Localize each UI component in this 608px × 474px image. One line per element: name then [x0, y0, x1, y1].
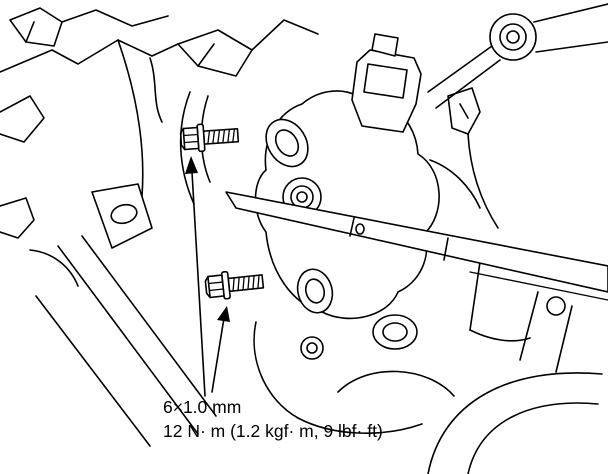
casting-boss: [372, 314, 418, 350]
contour-line: [57, 245, 199, 435]
callout-arrow-upper-line: [191, 171, 206, 397]
bracket-arm: [427, 45, 493, 93]
contour-line: [469, 329, 531, 342]
torque-spec-label: 12 N· m (1.2 kgf· m, 9 lbf· ft): [163, 421, 383, 441]
mount-bracket: [91, 183, 153, 249]
bushing-mid: [499, 23, 527, 51]
contour-line: [429, 159, 481, 209]
casting-hole: [300, 336, 324, 360]
switch-boss-lower: [296, 268, 334, 314]
contour-line: [555, 305, 573, 373]
bolt-hex-head: [207, 274, 225, 299]
switch-connector: [351, 33, 422, 133]
callout-arrows: [185, 156, 230, 397]
bracket-arm: [435, 59, 501, 109]
lever-joint-line: [443, 237, 449, 261]
bolt-head-chamfer: [204, 275, 211, 299]
bolt-threads: [207, 128, 236, 145]
connector-housing: [351, 49, 422, 133]
bolt-hex-facets: [207, 281, 224, 292]
switch-boss-upper: [265, 118, 309, 168]
contour-line: [197, 43, 215, 67]
bracket-tab: [447, 87, 481, 135]
contour-line: [177, 29, 253, 77]
callout-arrow-upper-head: [185, 156, 198, 174]
contour-line: [459, 103, 469, 119]
contour-line: [61, 9, 169, 27]
contour-line: [535, 41, 608, 53]
switch-boss-lower-hole: [304, 278, 326, 304]
contour-line: [0, 197, 35, 239]
flange-bolt-lower: [204, 270, 265, 300]
contour-line: [467, 402, 599, 474]
contour-line: [519, 291, 539, 361]
contour-line: [81, 235, 217, 417]
mount-hole: [110, 203, 138, 225]
contour-line: [297, 417, 423, 434]
bolt-head-chamfer: [179, 127, 186, 151]
contour-line: [253, 321, 299, 419]
connector-tab: [371, 33, 399, 57]
contour-line: [251, 19, 319, 51]
contour-line: [179, 91, 195, 205]
contour-line: [337, 370, 455, 397]
bolt-hex-head: [182, 126, 200, 151]
contour-line: [25, 21, 35, 43]
range-switch-body: [254, 90, 440, 320]
lever-hole: [355, 223, 365, 235]
contour-line: [0, 39, 179, 73]
bolt-hex-facets: [183, 133, 199, 144]
contour-line: [467, 133, 499, 229]
contour-line: [427, 372, 603, 474]
bolt-threads: [232, 274, 260, 292]
lever-joint-line: [349, 217, 355, 237]
casting-hole: [306, 342, 318, 354]
contour-line: [533, 3, 608, 23]
lever-bar: [225, 191, 608, 293]
connector-opening: [363, 63, 408, 99]
lever-lower-edge: [469, 271, 608, 301]
contour-line: [117, 39, 144, 197]
contour-line: [29, 249, 79, 287]
contour-line: [35, 295, 151, 447]
callout-label: 6×1.0 mm 12 N· m (1.2 kgf· m, 9 lbf· ft): [163, 397, 383, 441]
bushing-inner: [506, 30, 520, 44]
engine-background: [0, 3, 608, 474]
contour-line: [149, 57, 163, 123]
flange-bolt-upper: [179, 123, 240, 153]
bolt-size-label: 6×1.0 mm: [163, 397, 241, 417]
switch-pivot-center: [296, 191, 308, 203]
casting-hole: [546, 296, 566, 316]
callout-arrow-lower-head: [217, 306, 230, 322]
contour-line: [0, 95, 45, 143]
contour-line: [9, 7, 63, 47]
switch-boss-upper-hole: [274, 129, 300, 157]
casting-boss: [382, 322, 408, 342]
bushing-outer: [489, 13, 537, 61]
control-lever: [225, 191, 608, 301]
callout-arrow-lower-line: [211, 317, 225, 393]
